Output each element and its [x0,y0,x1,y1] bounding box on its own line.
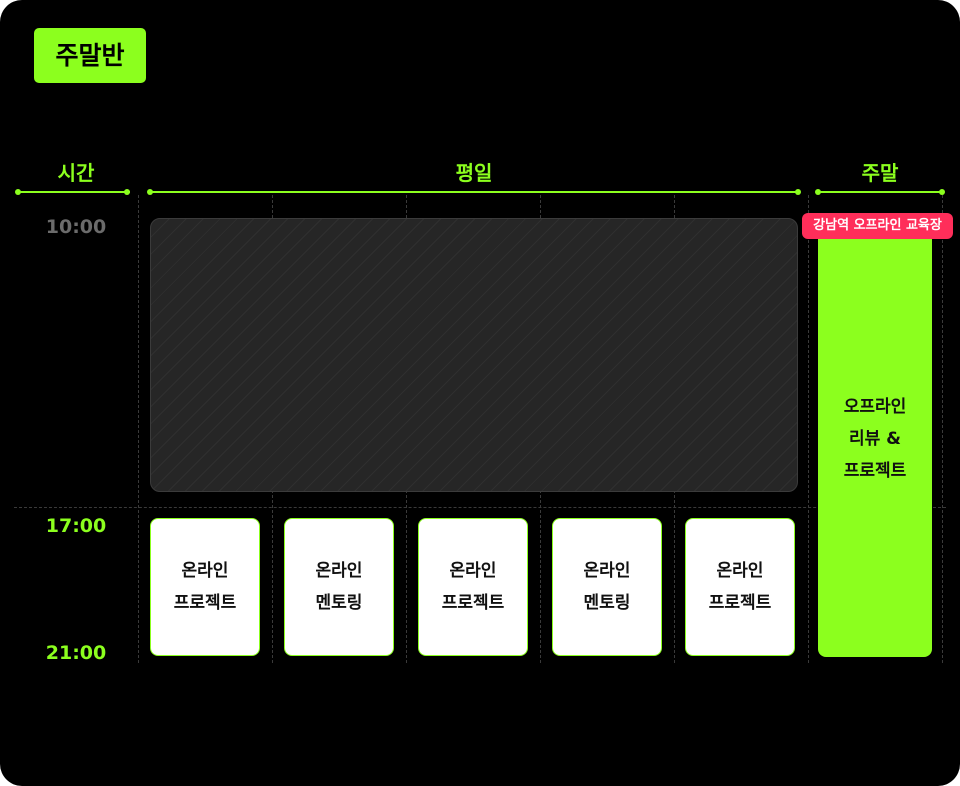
time-start: 10:00 [45,216,107,238]
grid-line-17 [14,507,946,508]
weekday-header-line [150,191,798,193]
card-line2: 프로젝트 [173,593,237,613]
grid-line [808,195,809,663]
card-line2: 멘토링 [315,593,363,613]
header-weekend: 주말 [861,161,899,185]
header-time: 시간 [57,161,95,185]
weekday-card: 온라인 멘토링 [284,518,394,656]
card-line1: 온라인 [181,561,229,581]
unavailable-block [150,218,798,492]
location-tag: 강남역 오프라인 교육장 [802,213,953,239]
line-dot [815,189,821,195]
weekday-card: 온라인 멘토링 [552,518,662,656]
card-line1: 온라인 [315,561,363,581]
weekend-block: 오프라인 리뷰 & 프로젝트 [818,220,932,657]
card-line1: 온라인 [583,561,631,581]
line-dot [939,189,945,195]
title-badge: 주말반 [34,28,146,83]
weekend-line3: 프로젝트 [843,460,907,481]
weekend-line1: 오프라인 [843,396,907,417]
line-dot [15,189,21,195]
line-dot [147,189,153,195]
card-line2: 프로젝트 [441,593,505,613]
time-header-line [18,191,130,193]
line-dot [795,189,801,195]
grid-line [138,195,139,663]
card-line1: 온라인 [449,561,497,581]
time-end: 21:00 [45,642,107,664]
grid-line [942,195,943,663]
header-weekday: 평일 [455,161,493,185]
card-line2: 프로젝트 [708,593,772,613]
weekday-card: 온라인 프로젝트 [150,518,260,656]
weekday-card: 온라인 프로젝트 [685,518,795,656]
weekend-line2: 리뷰 & [848,428,902,449]
card-line1: 온라인 [716,561,764,581]
weekday-card: 온라인 프로젝트 [418,518,528,656]
card-line2: 멘토링 [583,593,631,613]
line-dot [124,189,130,195]
weekend-header-line [818,191,942,193]
time-mid: 17:00 [45,515,107,537]
